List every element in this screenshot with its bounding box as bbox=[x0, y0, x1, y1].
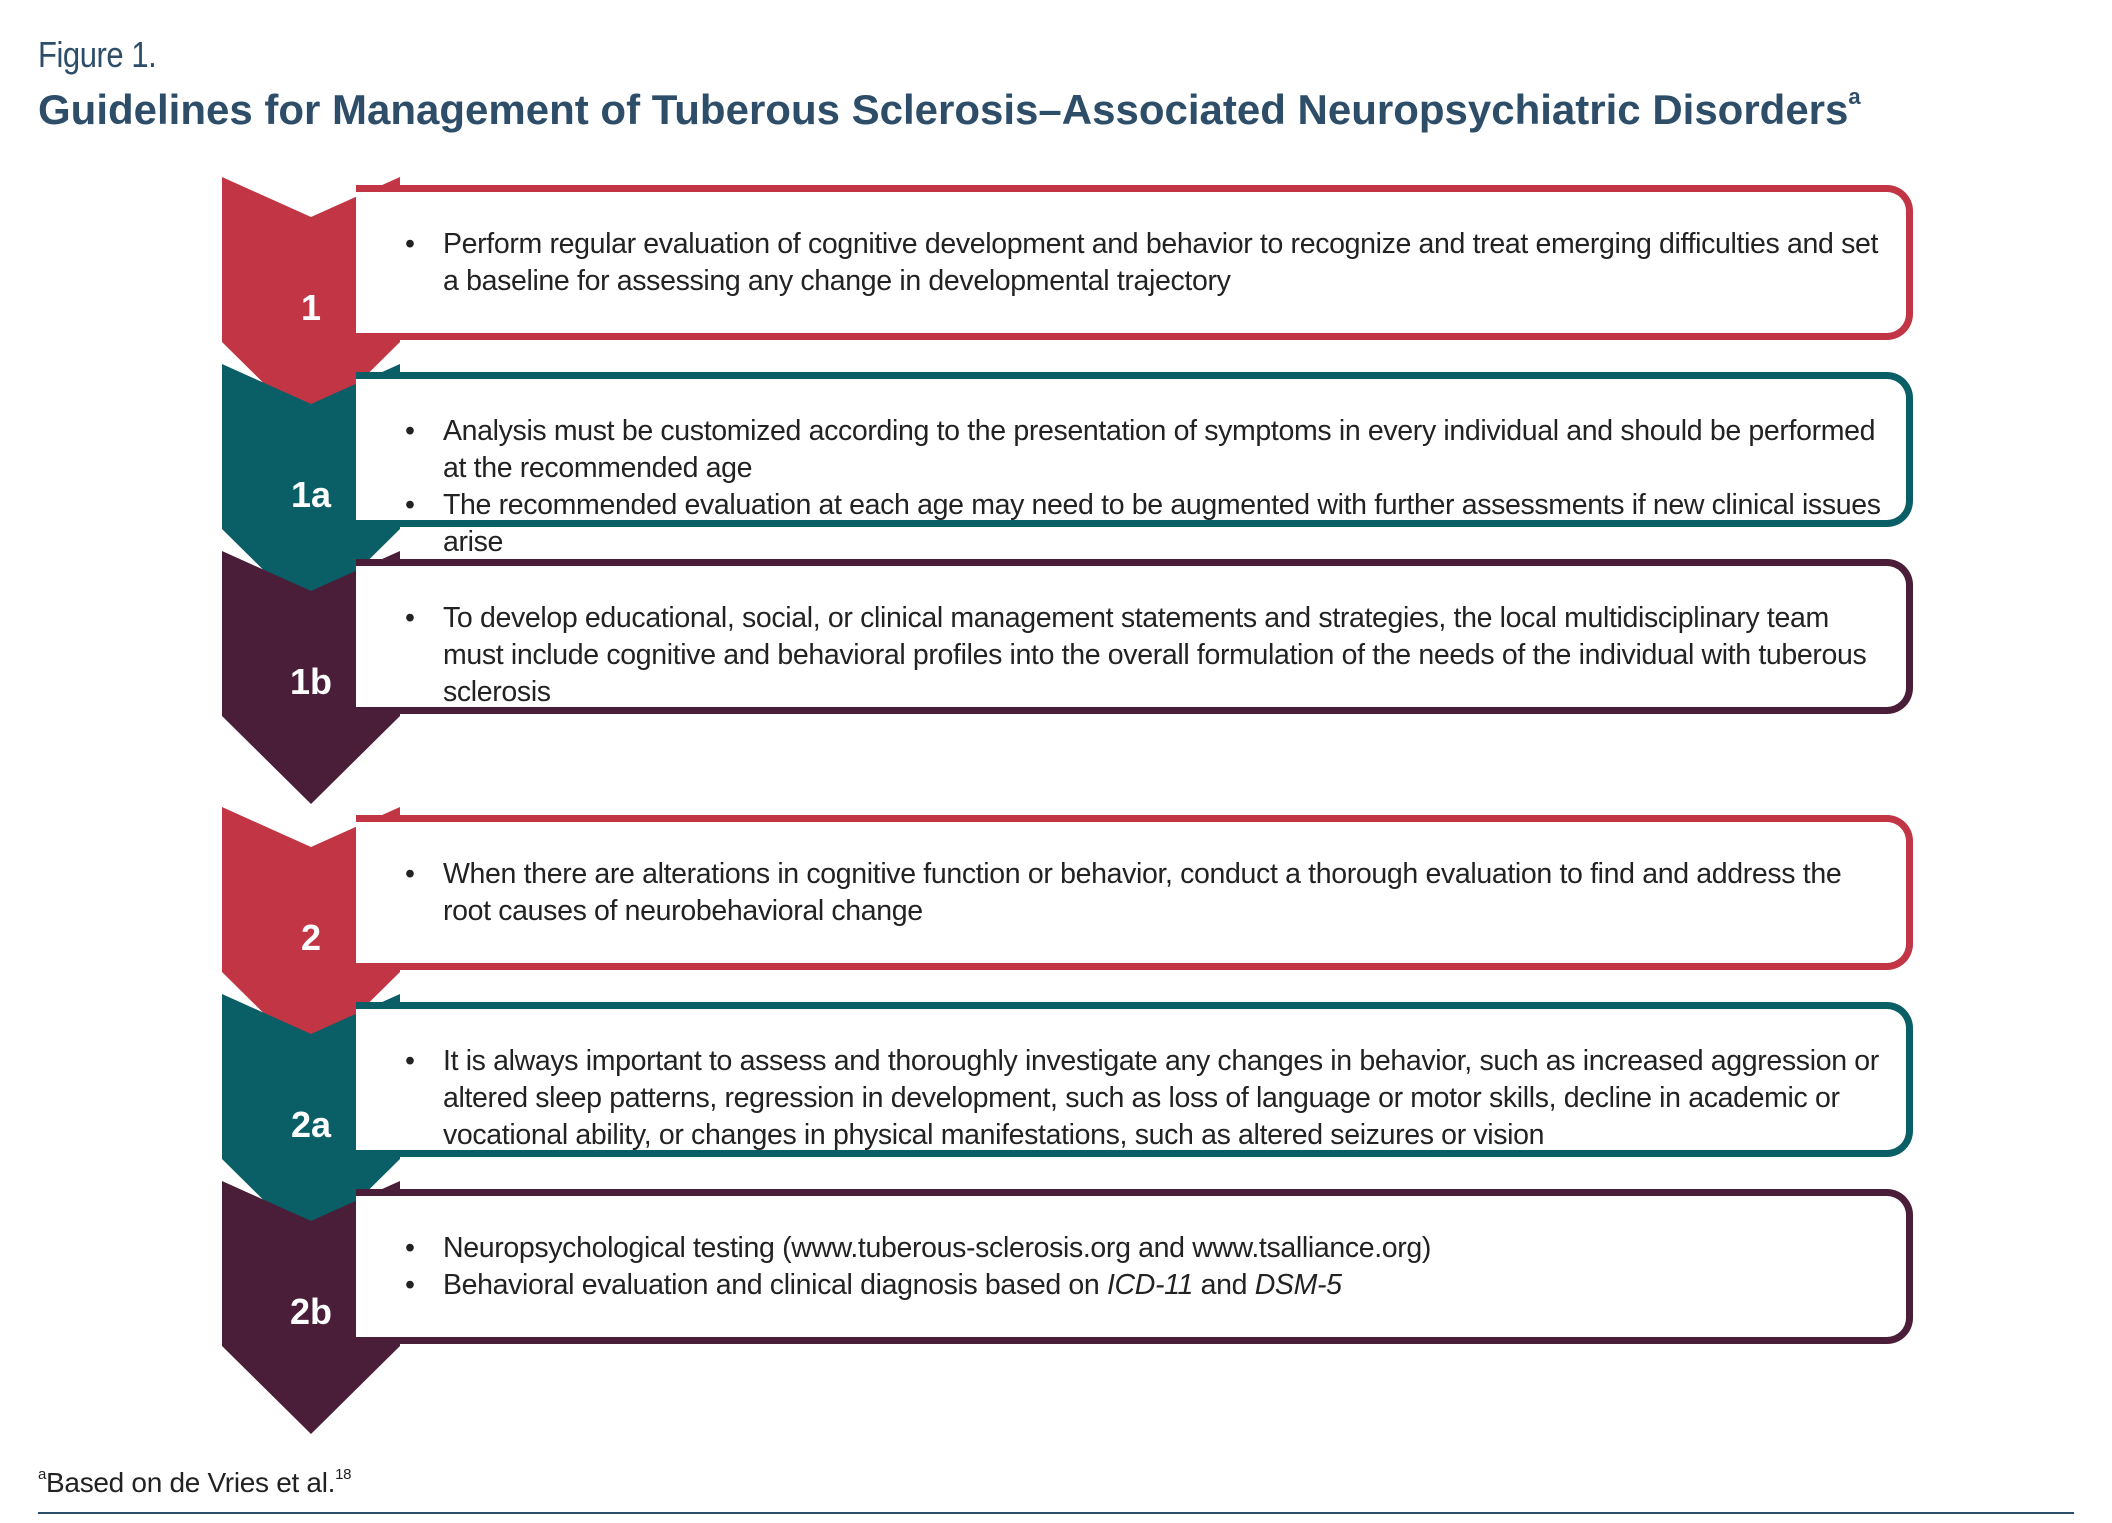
step-number-1: 1 bbox=[300, 287, 322, 328]
step-2b-box: Neuropsychological testing (www.tuberous… bbox=[356, 1189, 1913, 1344]
step-1a-bullet: Analysis must be customized according to… bbox=[405, 413, 1886, 487]
chevron-1a bbox=[222, 364, 400, 617]
step-1b-box: To develop educational, social, or clini… bbox=[356, 559, 1913, 714]
figure-title-text: Guidelines for Management of Tuberous Sc… bbox=[38, 86, 1849, 133]
step-1a-list: Analysis must be customized according to… bbox=[405, 413, 1886, 561]
step-2a-bullet: It is always important to assess and tho… bbox=[405, 1043, 1886, 1154]
step-2a-box: It is always important to assess and tho… bbox=[356, 1002, 1913, 1157]
figure-title: Guidelines for Management of Tuberous Sc… bbox=[38, 84, 1861, 134]
chevron-1 bbox=[222, 177, 400, 430]
step-2a-list: It is always important to assess and tho… bbox=[405, 1043, 1886, 1154]
step-2-bullet: When there are alterations in cognitive … bbox=[405, 856, 1886, 930]
footnote-marker: a bbox=[38, 1466, 47, 1483]
step-number-2b: 2b bbox=[289, 1291, 332, 1332]
step-2b-list: Neuropsychological testing (www.tuberous… bbox=[405, 1230, 1886, 1304]
step-1a-bullet: The recommended evaluation at each age m… bbox=[405, 487, 1886, 561]
footnote-reference: 18 bbox=[335, 1466, 352, 1483]
step-number-2a: 2a bbox=[290, 1104, 332, 1145]
chevron-2a bbox=[222, 994, 400, 1247]
step-2-box: When there are alterations in cognitive … bbox=[356, 815, 1913, 970]
step-1-box: Perform regular evaluation of cognitive … bbox=[356, 185, 1913, 340]
figure-title-footnote-marker: a bbox=[1848, 84, 1861, 109]
chevron-2b bbox=[222, 1181, 400, 1434]
step-1a-box: Analysis must be customized according to… bbox=[356, 372, 1913, 558]
bottom-rule bbox=[38, 1512, 2074, 1514]
footnote: aBased on de Vries et al.18 bbox=[38, 1466, 352, 1499]
footnote-text: Based on de Vries et al. bbox=[46, 1467, 336, 1498]
step-1-bullet: Perform regular evaluation of cognitive … bbox=[405, 226, 1886, 300]
step-number-1a: 1a bbox=[290, 474, 332, 515]
chevron-2 bbox=[222, 807, 400, 1060]
step-1b-list: To develop educational, social, or clini… bbox=[405, 600, 1886, 711]
step-1-list: Perform regular evaluation of cognitive … bbox=[405, 226, 1886, 300]
step-2b-bullet-diagnosis: Behavioral evaluation and clinical diagn… bbox=[405, 1267, 1886, 1304]
step-2-list: When there are alterations in cognitive … bbox=[405, 856, 1886, 930]
chevron-1b bbox=[222, 551, 400, 804]
step-number-1b: 1b bbox=[289, 661, 332, 702]
step-number-2: 2 bbox=[300, 917, 322, 958]
step-2b-bullet: Neuropsychological testing (www.tuberous… bbox=[405, 1230, 1886, 1267]
step-1b-bullet: To develop educational, social, or clini… bbox=[405, 600, 1886, 711]
figure-label: Figure 1. bbox=[38, 34, 157, 75]
